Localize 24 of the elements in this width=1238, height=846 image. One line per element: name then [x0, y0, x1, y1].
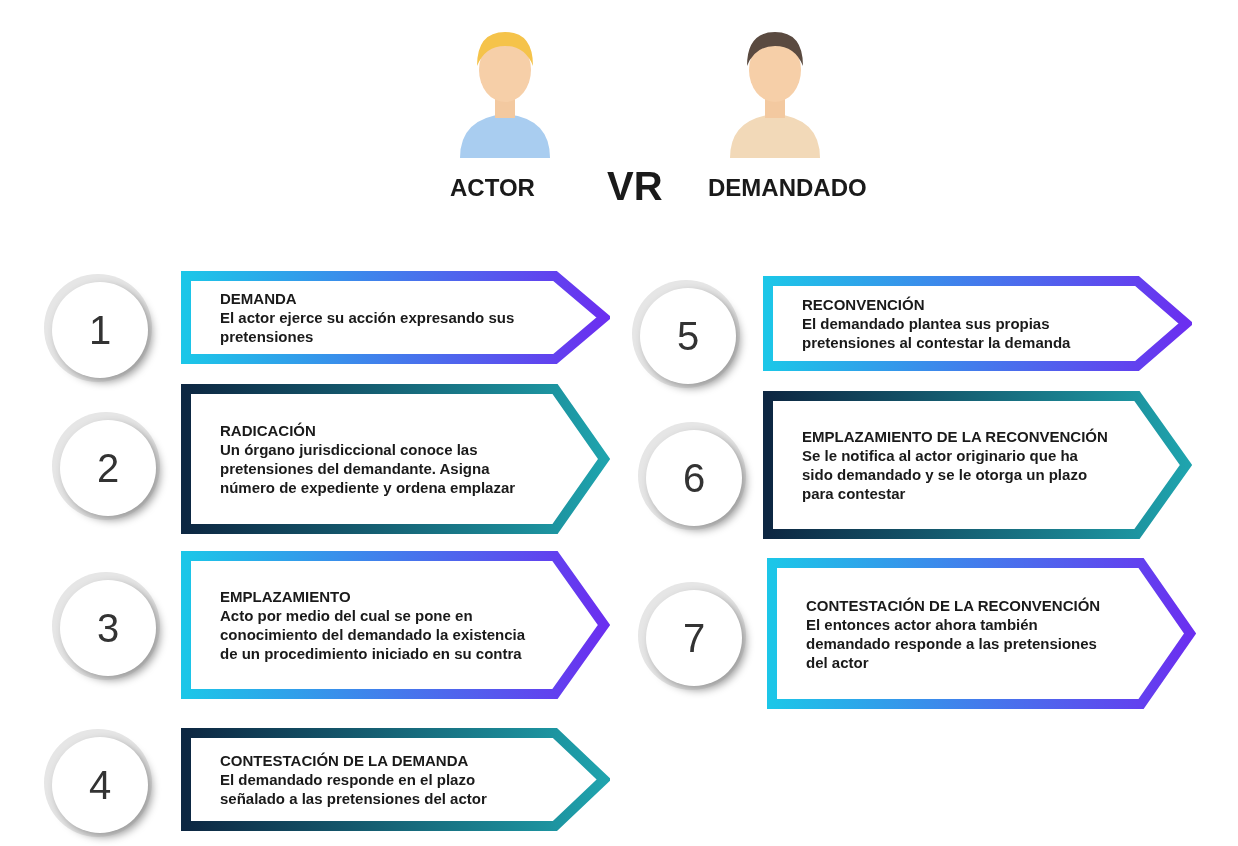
step-arrow-box: [762, 275, 1192, 372]
step-arrow-box: [180, 383, 610, 535]
step-heading: CONTESTACIÓN DE LA RECONVENCIÓN: [806, 595, 1102, 615]
party-label: DEMANDADO: [708, 174, 867, 202]
party-label: ACTOR: [450, 174, 535, 202]
step-arrow-box: [180, 727, 610, 832]
step-heading: RADICACIÓN: [220, 421, 317, 440]
step-arrow-box: [762, 390, 1192, 540]
step-description: El demandado plantea sus propias pretensiones al contestar la demanda: [802, 314, 1072, 352]
step-description: Acto por medio del cual se pone en conocimiento del demandado la existencia de un procedimiento iniciado en su contra: [220, 606, 527, 663]
step-heading: DEMANDA: [220, 289, 298, 308]
step-arrow-box: [766, 557, 1196, 710]
step-arrow-box: [180, 270, 610, 365]
step-heading: CONTESTACIÓN DE LA DEMANDA: [220, 751, 470, 770]
step-description: El demandado responde en el plazo señalado a las pretensiones del actor: [220, 770, 488, 808]
step-heading: EMPLAZAMIENTO: [220, 587, 352, 606]
step-description: Se le notifica al actor originario que ha sido demandado y se le otorga un plazo para contestar: [802, 446, 1089, 503]
versus-label: VR: [607, 164, 663, 209]
step-description: El entonces actor ahora también demandado responde a las pretensiones del actor: [806, 614, 1098, 672]
step-arrow-box: [180, 550, 610, 700]
step-heading: RECONVENCIÓN: [802, 295, 926, 314]
step-heading: EMPLAZAMIENTO DE LA RECONVENCIÓN: [802, 427, 1109, 446]
step-description: El actor ejerce su acción expresando sus pretensiones: [220, 308, 516, 346]
step-description: Un órgano jurisdiccional conoce las pretensiones del demandante. Asigna número de expediente y ordena emplazar: [220, 440, 517, 497]
